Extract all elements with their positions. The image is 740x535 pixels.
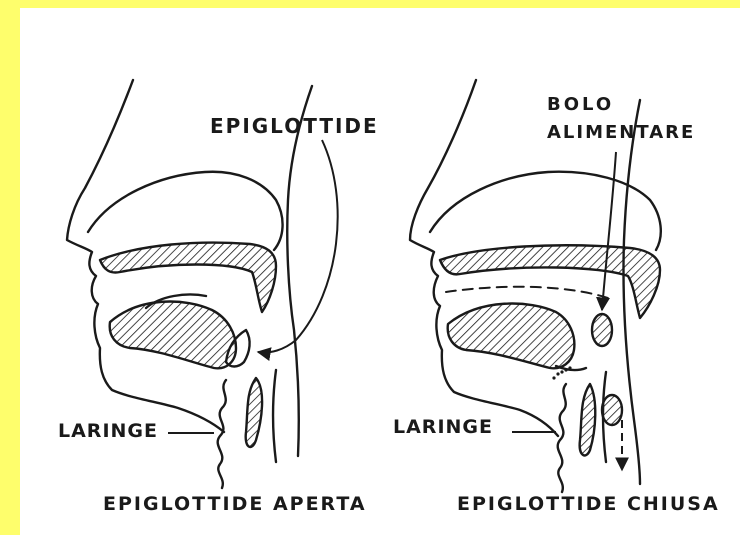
- bolo-pointer-arrow: [602, 152, 616, 310]
- caption-epiglottide-chiusa: EPIGLOTTIDE CHIUSA: [457, 495, 720, 514]
- bolo-label: BOLO: [547, 96, 614, 114]
- left-larynx-rings: [218, 380, 226, 488]
- left-nasal-cavity: [88, 172, 283, 250]
- left-esophagus: [273, 370, 276, 462]
- caption-epiglottide-aperta: EPIGLOTTIDE APERTA: [103, 495, 367, 514]
- right-larynx-rings: [558, 384, 566, 492]
- right-bolus-upper: [592, 314, 612, 346]
- right-palate: [440, 245, 660, 318]
- left-throat-back: [287, 86, 312, 456]
- left-trachea: [246, 378, 262, 447]
- epiglottide-pointer-arrow: [258, 140, 338, 353]
- right-food-path-dashed: [446, 287, 614, 300]
- right-bolus-lower: [602, 395, 622, 425]
- laringe-label-left: LARINGE: [58, 422, 158, 441]
- left-tongue: [110, 301, 236, 368]
- epiglottide-label: EPIGLOTTIDE: [210, 116, 379, 136]
- right-trachea: [580, 384, 596, 455]
- laringe-label-right: LARINGE: [393, 418, 493, 437]
- alimentare-label: ALIMENTARE: [547, 124, 695, 142]
- right-tongue: [448, 303, 575, 368]
